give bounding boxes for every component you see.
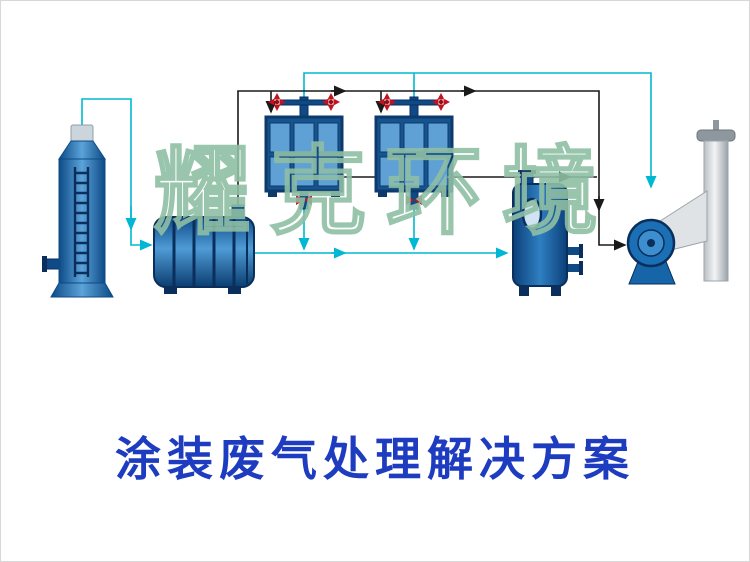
filter-box <box>153 204 255 294</box>
spray-scrubber-tower <box>42 124 114 298</box>
tower-skirt <box>50 282 114 298</box>
flow-filterbox-to-fan <box>237 90 627 251</box>
page-title: 涂装废气处理解决方案 <box>115 432 635 486</box>
tank-side-stub-1 <box>567 247 579 255</box>
tank-side-flange-2 <box>579 261 583 275</box>
flow-top-return <box>303 72 657 189</box>
tank-leg-left <box>519 285 529 296</box>
chimney-tube <box>703 140 729 282</box>
chimney-cap <box>696 129 736 142</box>
tower-inlet-flange <box>42 256 47 272</box>
cyan-flow-lines <box>81 72 657 259</box>
tank-side-stub-2 <box>567 264 579 272</box>
tower-top-cap <box>70 124 94 143</box>
flow-tower-to-filterbox <box>81 98 153 251</box>
chimney-cap-post <box>713 120 719 132</box>
tank-top-flange <box>518 170 536 174</box>
filterbox-foot-left <box>164 284 177 294</box>
tower-ladder <box>73 167 90 277</box>
filterbox-foot-right <box>228 284 241 294</box>
tower-body <box>58 158 106 284</box>
tank-side-flange-1 <box>579 244 583 258</box>
exhaust-chimney <box>696 120 736 282</box>
fan-hub <box>647 239 655 247</box>
watermark-text: 耀克环境 <box>154 136 618 248</box>
filterbox-ridges <box>172 218 236 286</box>
flow-lines <box>81 72 657 259</box>
buffer-tank <box>512 170 583 296</box>
black-flow-lines <box>237 85 627 251</box>
centrifugal-fan <box>626 190 708 285</box>
filterbox-body <box>153 216 255 288</box>
tank-leg-right <box>551 285 561 296</box>
tank-sight-window <box>521 197 543 231</box>
tower-shoulder <box>58 140 106 160</box>
